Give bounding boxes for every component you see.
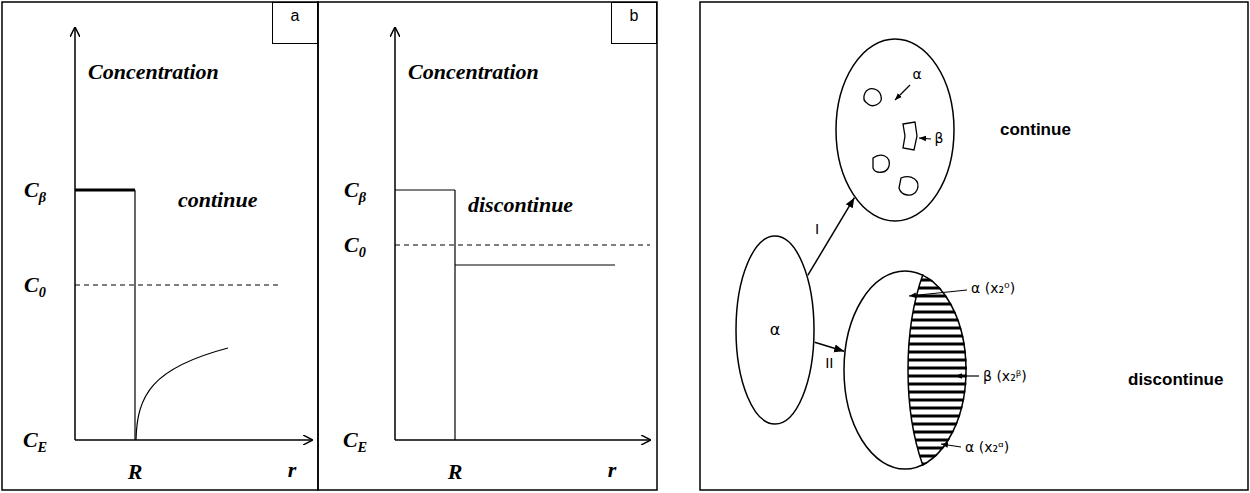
lamella [893,359,973,362]
axis-label: r [608,457,617,482]
panel-letter: b [630,7,639,25]
reaction-front [908,274,923,465]
lamellae [893,280,973,464]
concentration-level: CE [23,427,47,452]
phase-composition: α (x₂⁰) [971,280,1015,296]
y-axis [74,28,76,440]
profile-line [134,190,135,440]
transformation-arrow [808,198,855,276]
lamella [893,319,973,322]
profile-line [395,189,455,190]
phase-label: β [935,130,944,146]
axis-title: Concentration [88,59,219,84]
continuous-grain: αβcontinue [835,38,955,222]
parent-grain: α [735,235,815,425]
axis-label: r [288,457,297,482]
grain-outline [736,236,814,424]
lamella [893,415,973,418]
mode-label: discontinue [1128,370,1223,390]
x-axis [395,439,650,441]
panel-frame [318,2,657,490]
lamella [893,439,973,442]
profile-line [75,189,135,192]
lamella [893,287,973,290]
phase-composition: β (x₂ᵝ) [983,368,1027,384]
radius-mark: R [448,459,463,484]
discontinuous-grain: α (x₂⁰)β (x₂ᵝ)α (x₂ᵅ)discontinue [843,270,967,470]
lamella [893,295,973,298]
lamella [893,311,973,314]
lamella [893,335,973,338]
x-axis [75,439,312,441]
profile-line [455,264,615,265]
discontinuous-grain-shape [843,270,967,470]
leader-arrow [919,138,931,139]
lamella [893,351,973,354]
concentration-level: C0 [24,272,46,297]
dashed-level [75,284,282,285]
concentration-level: C0 [344,232,366,257]
precipitate [903,122,917,150]
grain-outline [836,39,954,221]
lamella [893,303,973,306]
dashed-level [395,244,650,245]
lamella [893,431,973,434]
leader-arrow [941,444,961,447]
lamella [893,463,973,466]
lamella [893,367,973,370]
lamella [893,383,973,386]
precipitate [899,177,918,195]
precipitate [873,155,889,172]
profile-curve [136,348,228,440]
panel-frame [700,2,1248,490]
precipitate [864,89,882,106]
leader-arrow [955,375,979,376]
panel-letter: a [291,7,300,25]
concentration-level: Cβ [344,177,366,202]
phase-composition: α (x₂ᵅ) [965,439,1009,455]
panel-letter-box: a [272,2,318,44]
mode-label: discontinue [468,192,573,217]
phase-label: α [770,321,781,339]
grain-outline [844,271,966,469]
leader-arrow [909,290,967,296]
profile-line [454,190,455,440]
mode-label: continue [1000,120,1071,140]
path-label: II [823,354,835,371]
lamella [893,423,973,426]
panel-frame [2,2,318,490]
lamella [893,343,973,346]
mode-label: continue [178,187,257,212]
path-label: I [813,220,821,237]
transformation-arrow [815,342,844,351]
phase-label: α [912,66,921,82]
radius-mark: R [128,459,143,484]
axis-title: Concentration [408,59,539,84]
lamella [893,399,973,402]
concentration-level: Cβ [24,177,46,202]
leader-arrow [895,85,910,100]
lamella [893,279,973,282]
panel-letter-box: b [611,2,657,44]
lamella [893,391,973,394]
concentration-level: CE [343,427,367,452]
y-axis [394,28,396,440]
